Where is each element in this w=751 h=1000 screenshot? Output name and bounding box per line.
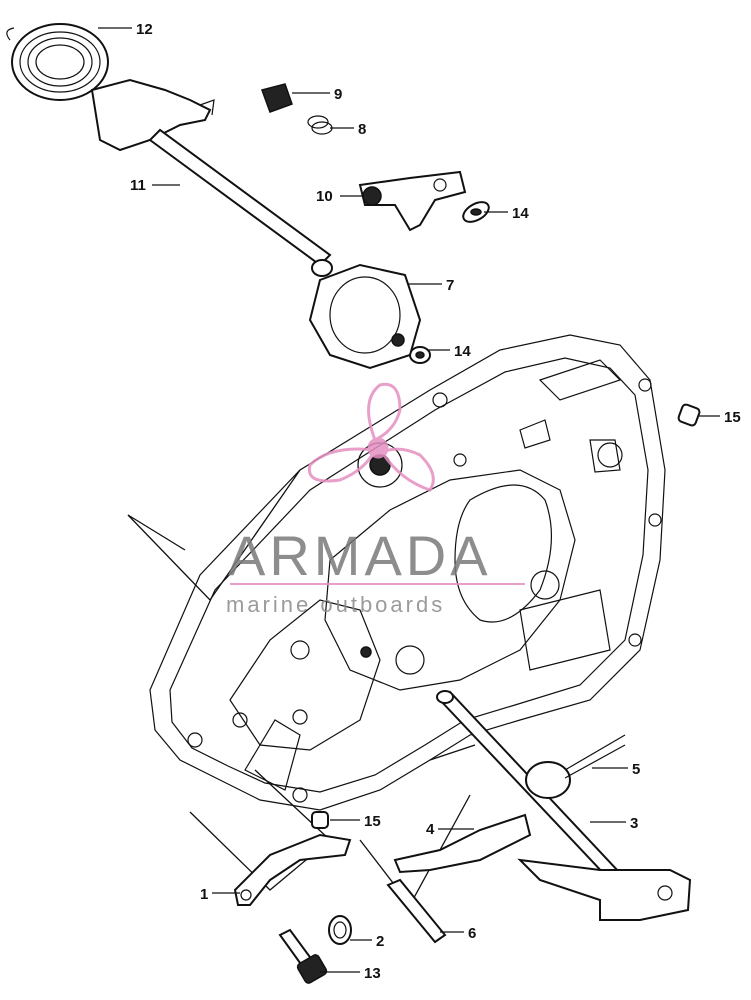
- guide-plate: [358, 170, 467, 232]
- watermark-tagline: marine outboards: [226, 592, 445, 617]
- callout-7: 7: [446, 277, 454, 294]
- callout-5: 5: [632, 761, 640, 778]
- shift-return-spring: [525, 734, 626, 799]
- callout-3: 3: [630, 815, 638, 832]
- callout-leaders: [98, 27, 720, 973]
- stopper-spring: [328, 915, 352, 945]
- shift-pawl-plate: [393, 813, 532, 874]
- callout-2: 2: [376, 933, 384, 950]
- armada-watermark: ARMADA marine outboards: [226, 382, 525, 617]
- ratchet-pawl: [261, 83, 293, 113]
- kick-spring-drum: [6, 23, 109, 101]
- propeller-logo: [307, 382, 435, 492]
- crankcase-housing: [149, 334, 666, 811]
- kick-starter-gear: [308, 263, 422, 370]
- callout-12: 12: [136, 21, 153, 38]
- washer-upper: [462, 201, 490, 223]
- callout-10: 10: [316, 188, 333, 205]
- callout-15-right: 15: [724, 409, 741, 426]
- callout-6: 6: [468, 925, 476, 942]
- washer-lower: [409, 346, 431, 364]
- callout-14-upper: 14: [512, 205, 529, 222]
- small-spring: [307, 115, 333, 135]
- callout-1: 1: [200, 886, 208, 903]
- pivot-bolt: [278, 928, 328, 984]
- callout-11: 11: [130, 177, 146, 194]
- callout-15-lower: 15: [364, 813, 381, 830]
- callout-9: 9: [334, 86, 342, 103]
- stopper-arm: [233, 833, 352, 906]
- callout-13: 13: [364, 965, 381, 982]
- collar-lower: [311, 811, 329, 829]
- shift-arm: [517, 858, 692, 921]
- callout-14-lower: 14: [454, 343, 471, 360]
- kick-starter-spindle: [90, 78, 333, 277]
- watermark-brand: ARMADA: [228, 524, 492, 587]
- collar-right: [677, 403, 701, 427]
- callout-8: 8: [358, 121, 366, 138]
- pin-bolt: [386, 878, 447, 944]
- callout-4: 4: [426, 821, 435, 838]
